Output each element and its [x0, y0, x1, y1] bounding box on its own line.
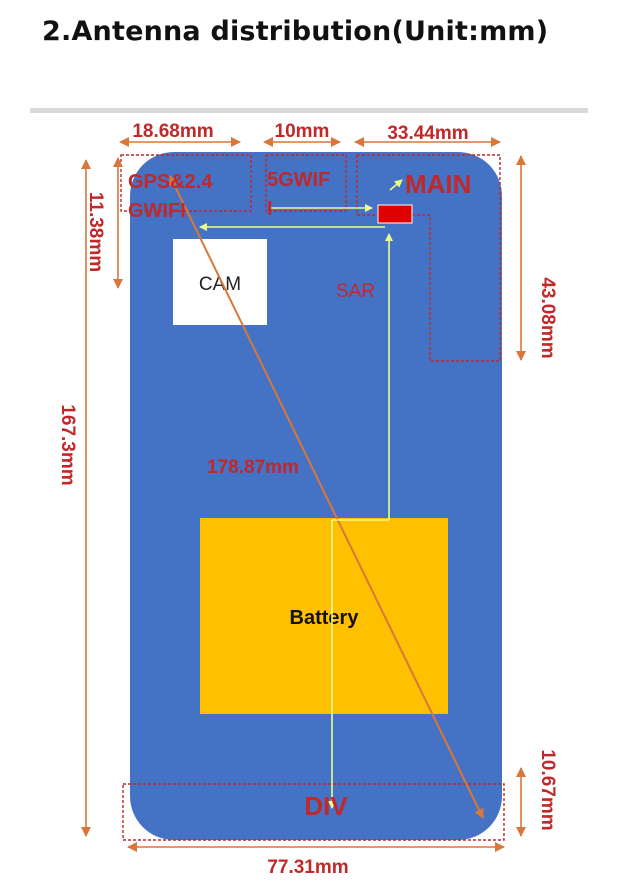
- separator-line: [30, 108, 588, 113]
- gps-wifi-label-line2: GWIFI: [128, 200, 186, 222]
- top-left-height-label: 11.38mm: [85, 192, 106, 272]
- diagonal-distance-line: [169, 175, 484, 819]
- diagonal-distance-label: 178.87mm: [207, 457, 299, 478]
- top-left-width-label: 18.68mm: [132, 121, 213, 142]
- main-pointer-arrow: [389, 179, 403, 191]
- div-antenna-label: DIV: [304, 791, 348, 821]
- top-gap-label: 10mm: [275, 121, 330, 142]
- main-feed-point: [377, 204, 413, 224]
- gps-wifi-label-line1: GPS&2.4: [128, 171, 213, 193]
- div-height-label: 10.67mm: [537, 749, 558, 830]
- total-height-label: 167.3mm: [57, 404, 78, 485]
- main-antenna-label: MAIN: [405, 169, 471, 199]
- wifi5-label-line1: 5GWIF: [267, 169, 330, 191]
- total-width-label: 77.31mm: [267, 857, 348, 878]
- top-right-width-label: 33.44mm: [387, 123, 468, 144]
- page-title: 2.Antenna distribution(Unit:mm): [42, 16, 549, 47]
- battery-label: Battery: [290, 607, 360, 629]
- wifi5-label-line2: I: [267, 198, 273, 220]
- main-height-label: 43.08mm: [537, 277, 558, 358]
- sar-label: SAR: [336, 281, 375, 302]
